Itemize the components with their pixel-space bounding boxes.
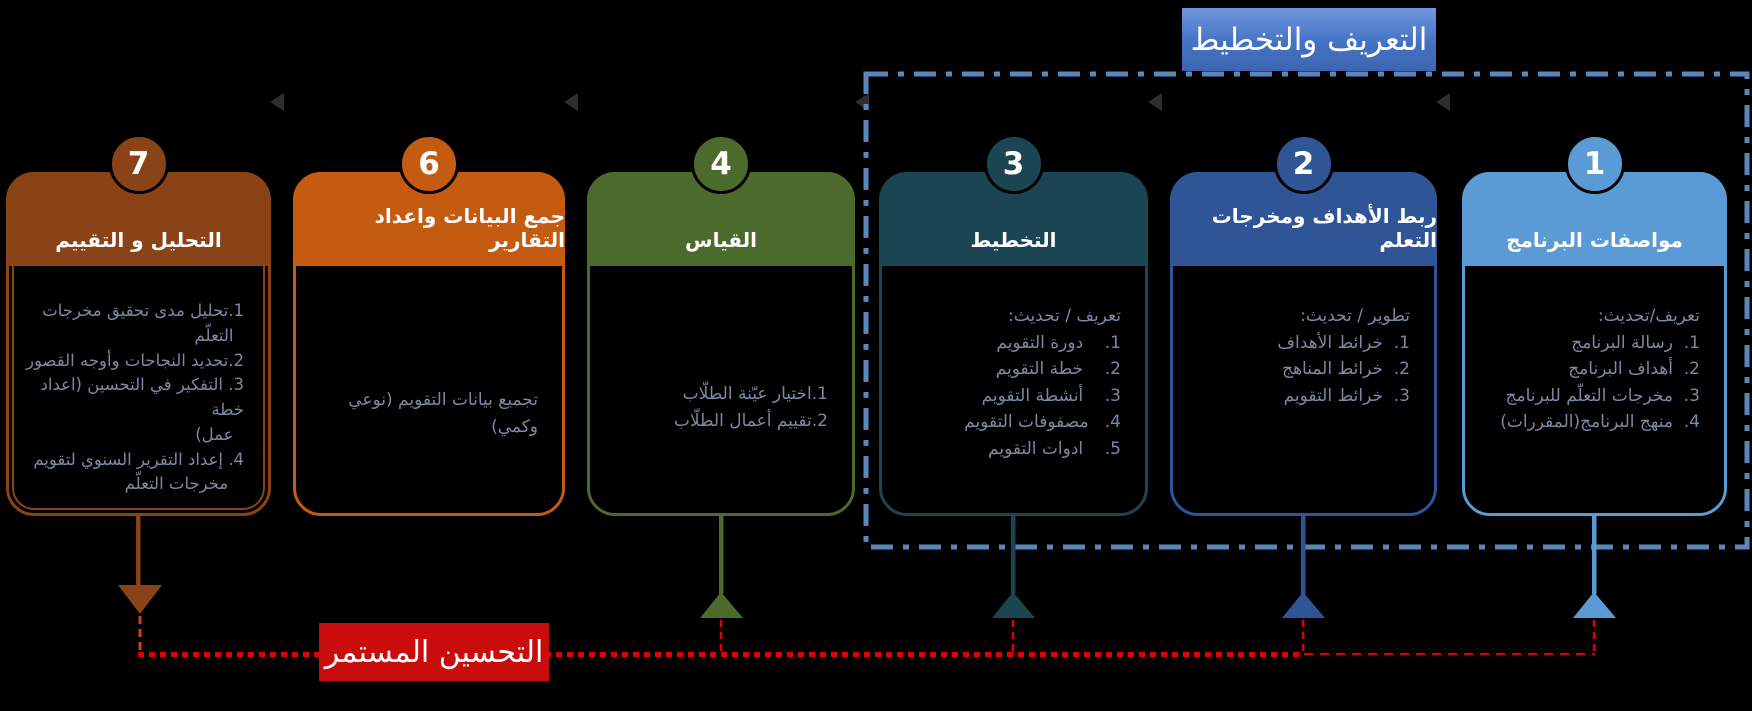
card4-up-arrow-icon — [700, 592, 743, 618]
step-number: 7 — [127, 146, 150, 182]
step-number: 2 — [1292, 146, 1315, 182]
flow-arrow-left-icon — [564, 93, 578, 111]
continuous-improvement-label: التحسين المستمر — [324, 634, 544, 670]
step-number: 4 — [710, 146, 732, 182]
flow-arrow-left-icon — [1436, 93, 1450, 111]
card4-connector-line — [719, 516, 724, 594]
card7-down-arrow-icon — [118, 585, 162, 614]
step-card-4: 4 القياس 1.اختيار عيّنة الطلّاب 2.تقييم … — [587, 134, 855, 516]
card2-up-arrow-icon — [1282, 592, 1325, 618]
step-card-body: تعريف/تحديث: 1. رسالة البرنامج 2. أهداف … — [1500, 306, 1700, 433]
step-card-body: تطوير / تحديث: 1. خرائط الأهداف 2. خرائط… — [1277, 306, 1410, 406]
card3-up-arrow-icon — [992, 592, 1035, 618]
step-card-body: 1.تحليل مدى تحقيق مخرجات التعلّم 2.تحديد… — [26, 301, 244, 494]
step-number-badge: 4 — [691, 134, 751, 194]
card1-up-arrow-icon — [1573, 592, 1616, 618]
step-card-header: جمع البيانات واعداد التقارير — [293, 172, 565, 266]
continuous-improvement-banner: التحسين المستمر — [319, 623, 549, 681]
card7-connector-line — [136, 516, 141, 588]
step-number: 6 — [418, 146, 440, 182]
step-card-1: 1 مواصفات البرنامج تعريف/تحديث: 1. رسالة… — [1462, 134, 1727, 516]
step-card-header: التحليل و التقييم — [6, 172, 271, 266]
step-card-body: 1.اختيار عيّنة الطلّاب 2.تقييم أعمال الط… — [673, 384, 828, 431]
card2-connector-line — [1301, 516, 1306, 594]
planning-group-banner: التعريف والتخطيط — [1182, 8, 1436, 71]
step-card-6: 6 جمع البيانات واعداد التقارير تجميع بيا… — [293, 134, 565, 516]
card3-connector-line — [1011, 516, 1016, 594]
step-card-title: جمع البيانات واعداد التقارير — [374, 204, 565, 252]
step-card-title: مواصفات البرنامج — [1506, 228, 1683, 252]
step-card-title: ربط الأهداف ومخرجات التعلم — [1211, 204, 1437, 252]
planning-group-banner-label: التعريف والتخطيط — [1190, 21, 1428, 58]
step-number: 1 — [1583, 146, 1606, 182]
step-number-badge: 1 — [1564, 134, 1625, 194]
flow-arrow-left-icon — [1148, 93, 1162, 111]
step-card-7: 7 التحليل و التقييم 1.تحليل مدى تحقيق مخ… — [6, 134, 271, 516]
card1-connector-line — [1592, 516, 1597, 594]
step-number-badge: 6 — [399, 134, 459, 194]
planning-group-dashed-border — [863, 71, 1750, 550]
step-card-body: تجميع بيانات التقويم (نوعي وكمي) — [348, 390, 538, 437]
flow-arrow-left-icon — [270, 93, 284, 111]
step-number-badge: 2 — [1273, 134, 1334, 194]
step-card-3: 3 التخطيط تعريف / تحديث: 1. دورة التقويم… — [879, 134, 1148, 516]
step-number: 3 — [1002, 146, 1025, 182]
step-card-title: التحليل و التقييم — [55, 228, 222, 252]
step-number-badge: 7 — [108, 134, 169, 194]
step-card-title: القياس — [684, 228, 758, 252]
step-card-title: التخطيط — [970, 228, 1057, 252]
step-card-2: 2 ربط الأهداف ومخرجات التعلم تطوير / تحد… — [1170, 134, 1437, 516]
step-number-badge: 3 — [983, 134, 1044, 194]
step-card-body: تعريف / تحديث: 1. دورة التقويم 2. خطة ال… — [964, 306, 1121, 459]
